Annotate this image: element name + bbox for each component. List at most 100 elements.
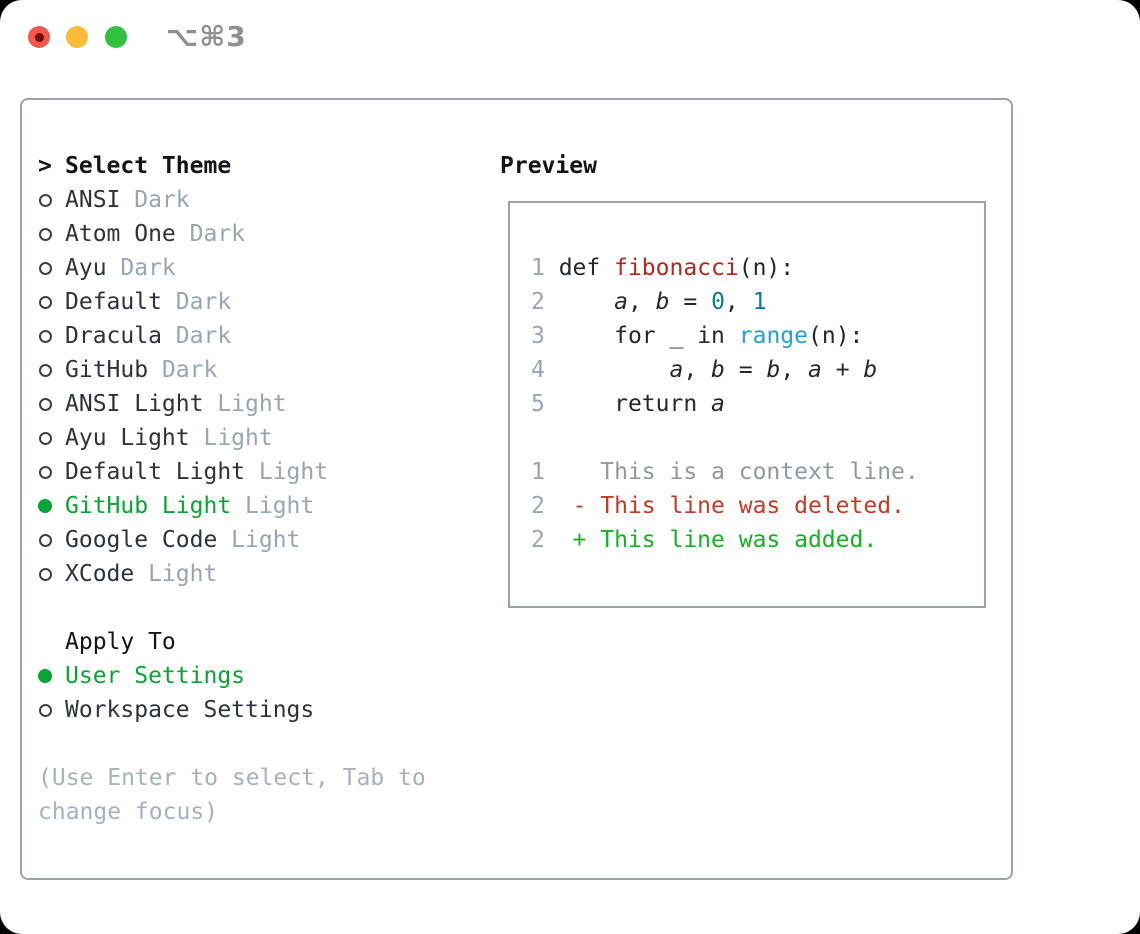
- theme-option-ansi-dark[interactable]: ANSI Dark: [38, 183, 426, 217]
- code-token: _: [655, 323, 698, 349]
- code-token: ,: [780, 357, 809, 383]
- code-line: 3 for _ in range (n):: [531, 319, 919, 353]
- code-line: 4 a , b = b , a + b: [531, 353, 919, 387]
- diff-context-line: 1 This is a context line.: [531, 455, 919, 489]
- theme-option-default-dark[interactable]: Default Dark: [38, 285, 426, 319]
- apply-option-label: User Settings: [65, 663, 246, 689]
- line-number: 5: [531, 391, 559, 417]
- code-token: (n):: [808, 323, 864, 349]
- radio-icon: [38, 363, 65, 377]
- theme-tag: Light: [203, 425, 273, 451]
- radio-icon: [38, 465, 65, 479]
- code-token: +: [821, 357, 864, 383]
- code-token: [559, 323, 614, 349]
- code-token: b: [863, 357, 878, 383]
- radio-selected-icon: [38, 669, 65, 683]
- theme-name: Ayu: [65, 255, 107, 281]
- apply-option-workspace-settings[interactable]: Workspace Settings: [38, 693, 426, 727]
- zoom-button[interactable]: [105, 26, 127, 48]
- minimize-button[interactable]: [66, 26, 88, 48]
- theme-option-ansi-light[interactable]: ANSI Light Light: [38, 387, 426, 421]
- theme-tag: Dark: [175, 323, 232, 349]
- theme-tag: Dark: [175, 289, 232, 315]
- code-token: =: [669, 289, 712, 315]
- theme-tag: Dark: [189, 221, 246, 247]
- preview-box: 1 def fibonacci (n): 2 a , b = 0 , 1 3: [508, 201, 986, 608]
- theme-name: Google Code: [65, 527, 218, 553]
- theme-option-github-dark[interactable]: GitHub Dark: [38, 353, 426, 387]
- code-token: (n):: [738, 255, 795, 281]
- theme-option-ayu-dark[interactable]: Ayu Dark: [38, 251, 426, 285]
- code-token: b: [655, 289, 670, 315]
- theme-name: Atom One: [65, 221, 176, 247]
- code-token: 1: [752, 289, 767, 315]
- code-token: a: [711, 391, 725, 417]
- apply-option-label: Workspace Settings: [65, 697, 315, 723]
- code-token: =: [724, 357, 767, 383]
- code-token: b: [766, 357, 781, 383]
- theme-name: Ayu Light: [65, 425, 190, 451]
- code-token: a: [808, 357, 822, 383]
- code-token: for: [614, 323, 656, 349]
- line-number: 2: [531, 493, 559, 519]
- theme-option-default-light[interactable]: Default Light Light: [38, 455, 426, 489]
- line-number: 2: [531, 527, 559, 553]
- code-preview: 1 def fibonacci (n): 2 a , b = 0 , 1 3: [531, 251, 919, 557]
- code-line: 1 def fibonacci (n):: [531, 251, 919, 285]
- code-token: fibonacci: [614, 255, 739, 281]
- theme-tag: Light: [148, 561, 218, 587]
- theme-tag: Light: [217, 391, 287, 417]
- close-dot-icon: [34, 32, 44, 42]
- theme-tag: Dark: [134, 187, 190, 213]
- diff-context-text: This is a context line.: [558, 459, 919, 485]
- code-token: ,: [724, 289, 753, 315]
- code-line: 5 return a: [531, 387, 919, 421]
- theme-option-google-code[interactable]: Google Code Light: [38, 523, 426, 557]
- diff-added-text: + This line was added.: [558, 527, 878, 553]
- radio-icon: [38, 295, 65, 309]
- line-number: 1: [531, 255, 559, 281]
- hint-text: change focus): [38, 799, 219, 825]
- code-token: ,: [627, 289, 656, 315]
- code-line-blank: [531, 421, 919, 455]
- radio-icon: [38, 567, 65, 581]
- close-button[interactable]: [28, 26, 50, 48]
- theme-option-xcode[interactable]: XCode Light: [38, 557, 426, 591]
- theme-tag: Dark: [161, 357, 218, 383]
- radio-icon: [38, 261, 65, 275]
- theme-option-github-light[interactable]: GitHub Light Light: [38, 489, 426, 523]
- theme-name: ANSI Light: [65, 391, 204, 417]
- diff-added-line: 2 + This line was added.: [531, 523, 919, 557]
- theme-option-dracula-dark[interactable]: Dracula Dark: [38, 319, 426, 353]
- theme-tag: Light: [245, 493, 315, 519]
- hint-text: (Use Enter to select, Tab to: [38, 765, 426, 791]
- code-token: a: [614, 289, 628, 315]
- radio-selected-icon: [38, 499, 65, 513]
- code-token: range: [738, 323, 808, 349]
- line-number: 1: [531, 459, 559, 485]
- diff-deleted-line: 2 - This line was deleted.: [531, 489, 919, 523]
- apply-option-user-settings[interactable]: User Settings: [38, 659, 426, 693]
- theme-name: Dracula: [65, 323, 162, 349]
- theme-option-atom-one-dark[interactable]: Atom One Dark: [38, 217, 426, 251]
- theme-option-ayu-light[interactable]: Ayu Light Light: [38, 421, 426, 455]
- radio-icon: [38, 329, 65, 343]
- code-token: in: [697, 323, 725, 349]
- theme-picker: > Select Theme ANSI Dark Atom One Dark A…: [38, 149, 426, 829]
- apply-to-title: Apply To: [65, 629, 176, 655]
- code-token: ,: [683, 357, 712, 383]
- line-number: 4: [531, 357, 559, 383]
- theme-name: Default: [65, 289, 162, 315]
- code-token: b: [711, 357, 725, 383]
- radio-icon: [38, 533, 65, 547]
- theme-tag: Dark: [120, 255, 176, 281]
- theme-name: Default Light: [65, 459, 246, 485]
- code-token: [725, 323, 739, 349]
- code-token: def: [558, 255, 615, 281]
- preview-title: Preview: [500, 153, 597, 179]
- line-number: 2: [531, 289, 559, 315]
- radio-icon: [38, 397, 65, 411]
- radio-icon: [38, 703, 65, 717]
- code-token: [559, 289, 614, 315]
